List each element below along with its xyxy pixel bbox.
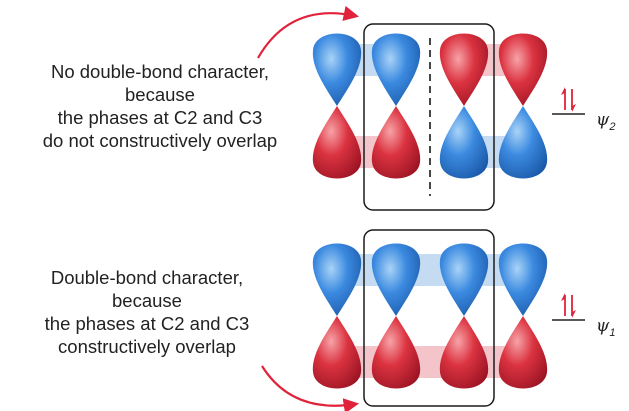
- p-orbital-bottom-lobe: [312, 316, 362, 389]
- psi2-caption-line: do not constructively overlap: [42, 130, 278, 151]
- psi2-pointer-arrow: [257, 5, 360, 59]
- psi2-orbitals: [312, 33, 548, 179]
- psi2-caption-line: the phases at C2 and C3: [57, 107, 263, 128]
- p-orbital-bottom-lobe: [498, 106, 548, 179]
- p-orbital-top-lobe: [439, 243, 489, 316]
- p-orbital-top-lobe: [439, 33, 489, 106]
- psi2-caption-line: because: [125, 84, 195, 105]
- psi1-caption-line: constructively overlap: [58, 336, 236, 357]
- p-orbital-top-lobe: [312, 33, 362, 106]
- p-orbital-bottom-lobe: [439, 106, 489, 179]
- psi1-orbitals: [312, 243, 548, 389]
- psi2-label: ψ2: [596, 110, 615, 133]
- psi2-caption-line: No double-bond character,: [50, 61, 270, 82]
- p-orbital-bottom-lobe: [439, 316, 489, 389]
- psi1-caption-line: the phases at C2 and C3: [44, 313, 250, 334]
- psi1-pointer-arrow: [261, 365, 360, 411]
- electron-down-arrow-head: [572, 104, 576, 112]
- p-orbital-top-lobe: [371, 33, 421, 106]
- p-orbital-bottom-lobe: [498, 316, 548, 389]
- psi2-frame: [363, 23, 495, 211]
- electron-up-arrow-head: [561, 293, 565, 301]
- psi1-caption-line: because: [112, 290, 182, 311]
- p-orbital-bottom-lobe: [371, 316, 421, 389]
- psi1-frame: [363, 229, 495, 407]
- psi1-caption-line: Double-bond character,: [50, 267, 244, 288]
- p-orbital-top-lobe: [498, 33, 548, 106]
- psi1-electron-pair: [561, 293, 576, 318]
- p-orbital-bottom-lobe: [371, 106, 421, 179]
- psi1-caption: Double-bond character, because the phase…: [12, 266, 282, 358]
- psi2-electron-pair: [561, 87, 576, 112]
- p-orbital-bottom-lobe: [312, 106, 362, 179]
- electron-down-arrow-head: [572, 310, 576, 318]
- psi1-label: ψ1: [596, 316, 615, 339]
- p-orbital-top-lobe: [312, 243, 362, 316]
- p-orbital-top-lobe: [498, 243, 548, 316]
- electron-up-arrow-head: [561, 87, 565, 95]
- p-orbital-top-lobe: [371, 243, 421, 316]
- psi2-caption: No double-bond character, because the ph…: [0, 60, 320, 152]
